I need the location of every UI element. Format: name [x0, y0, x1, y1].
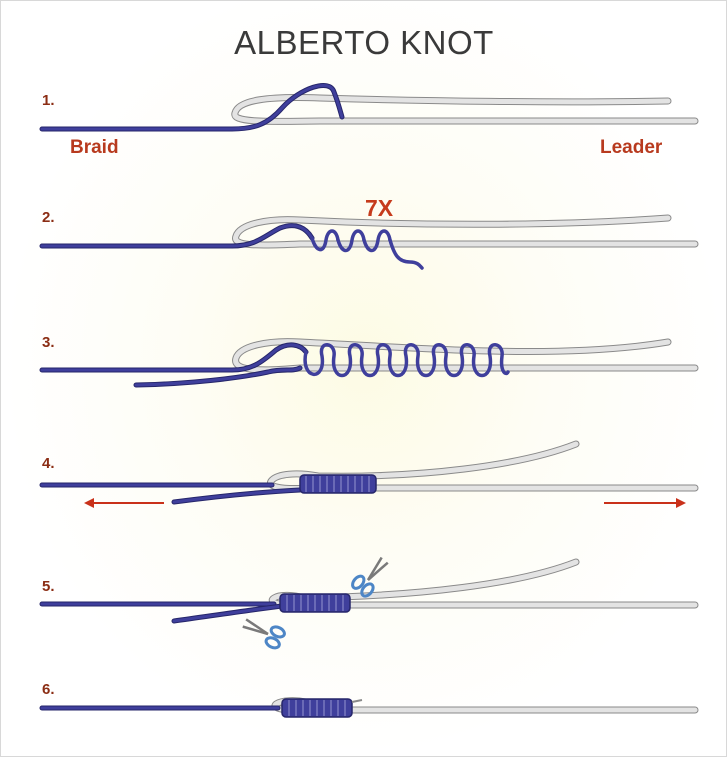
step-number-1: 1.: [42, 92, 55, 109]
step-number-3: 3.: [42, 334, 55, 351]
leader-label: Leader: [600, 137, 663, 158]
step-3-illustration: [39, 338, 699, 388]
step-number-6: 6.: [42, 681, 55, 698]
scissors-icon: [351, 556, 389, 598]
step-number-5: 5.: [42, 578, 55, 595]
step-4-illustration: [39, 440, 699, 508]
diagram-title: ALBERTO KNOT: [234, 24, 494, 61]
step-number-2: 2.: [42, 209, 55, 226]
step-2-illustration: [39, 214, 699, 270]
step-5-illustration: [39, 556, 699, 650]
step-6-illustration: [39, 697, 699, 718]
wrap-count-label: 7X: [365, 195, 394, 221]
step-number-4: 4.: [42, 455, 55, 472]
scissors-icon: [242, 618, 286, 650]
braid-label: Braid: [70, 137, 119, 158]
step-1-illustration: [39, 82, 699, 132]
